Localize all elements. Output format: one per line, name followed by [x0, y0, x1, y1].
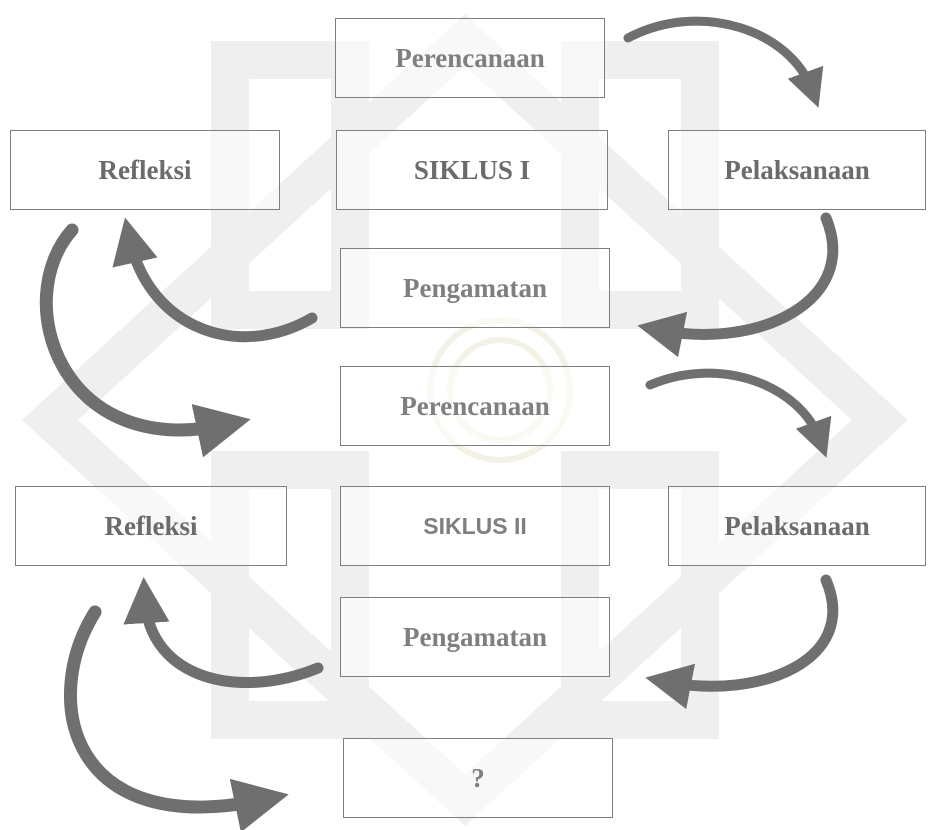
- cycle2-acting-box: Pelaksanaan: [668, 486, 926, 566]
- cycle1-observing-label: Pengamatan: [403, 272, 547, 303]
- arrow-acting-to-observing-2: [645, 574, 839, 710]
- arrow-observing-to-reflecting-2: [123, 576, 324, 689]
- cycle1-acting-label: Pelaksanaan: [724, 154, 870, 185]
- arrow-reflecting-to-next: [64, 605, 289, 830]
- next-cycle-label: ?: [471, 762, 485, 793]
- next-cycle-box: ?: [343, 738, 613, 818]
- arrow-planning-to-acting-2: [645, 368, 832, 458]
- cycle2-observing-label: Pengamatan: [403, 621, 547, 652]
- cycle1-reflecting-label: Refleksi: [98, 154, 192, 185]
- cycle2-reflecting-label: Refleksi: [104, 510, 198, 541]
- cycle2-center-label: SIKLUS II: [423, 512, 527, 539]
- cycle1-acting-box: Pelaksanaan: [668, 130, 926, 210]
- cycle2-acting-label: Pelaksanaan: [724, 510, 870, 541]
- cycle2-center-box: SIKLUS II: [340, 486, 610, 566]
- cycle2-reflecting-box: Refleksi: [15, 486, 287, 566]
- arrow-reflecting-to-planning-2: [39, 223, 251, 458]
- arrow-observing-to-reflecting-1: [112, 217, 318, 343]
- cycle1-planning-box: Perencanaan: [335, 18, 605, 98]
- arrow-planning-to-acting-1: [623, 16, 824, 108]
- cycle2-planning-label: Perencanaan: [400, 390, 550, 421]
- arrow-acting-to-observing-1: [637, 212, 839, 358]
- cycle2-observing-box: Pengamatan: [340, 597, 610, 677]
- cycle1-center-label: SIKLUS I: [413, 154, 531, 185]
- cycle1-reflecting-box: Refleksi: [10, 130, 280, 210]
- cycle1-center-box: SIKLUS I: [336, 130, 608, 210]
- cycle1-observing-box: Pengamatan: [340, 248, 610, 328]
- cycle2-planning-box: Perencanaan: [340, 366, 610, 446]
- cycle1-planning-label: Perencanaan: [395, 42, 545, 73]
